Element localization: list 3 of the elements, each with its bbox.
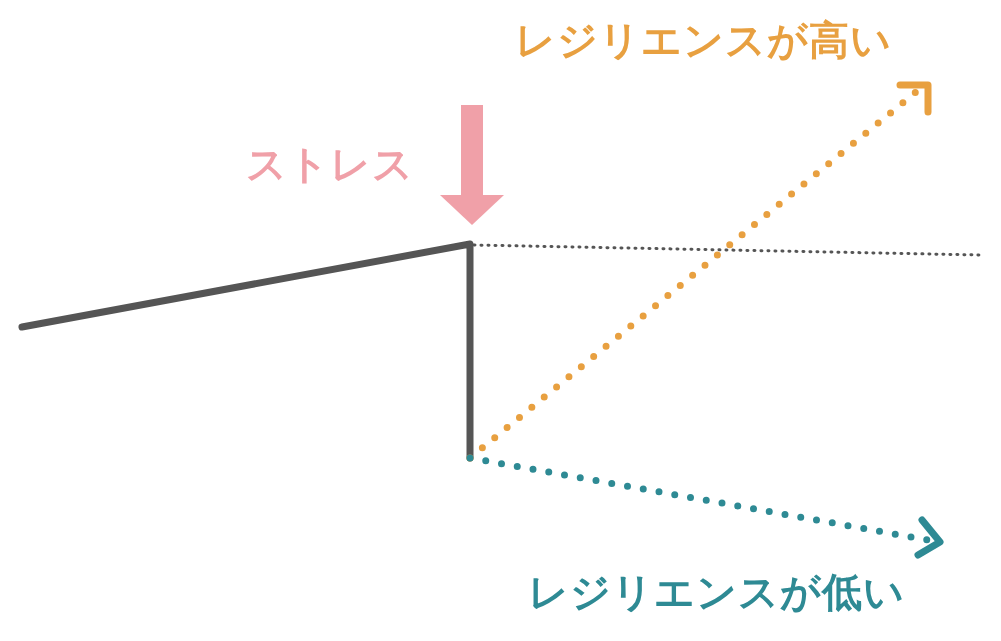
outcome-label: レジリエンスが高い	[515, 16, 892, 64]
stress-label: ストレス	[246, 140, 414, 188]
outcome-label: レジリエンスが低い	[528, 568, 905, 616]
